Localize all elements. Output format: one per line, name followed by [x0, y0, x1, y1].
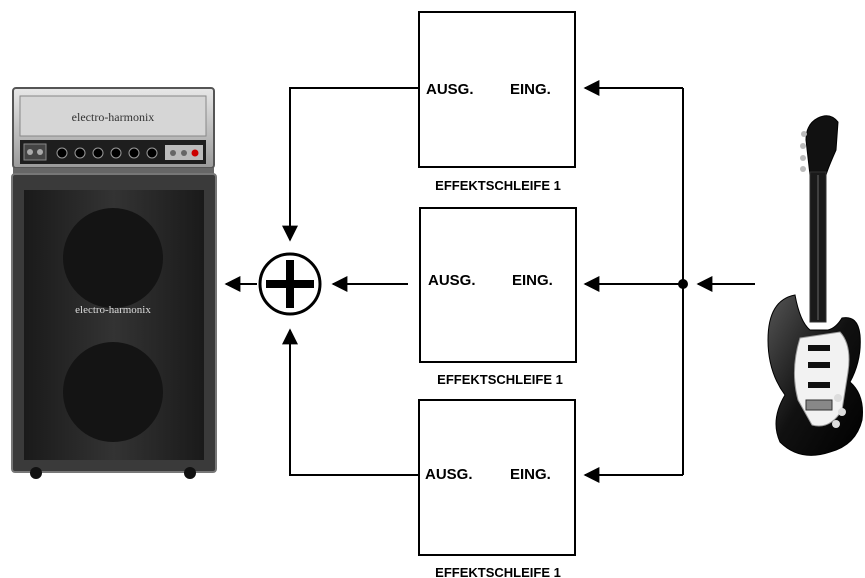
loop-caption: EFFEKTSCHLEIFE 1	[437, 372, 563, 387]
upper-speaker	[63, 208, 163, 308]
loop-output-label: AUSG.	[425, 466, 473, 483]
loop-caption: EFFEKTSCHLEIFE 1	[435, 565, 561, 578]
loop-input-label: EING.	[510, 466, 551, 483]
amp-head: electro-harmonix	[12, 87, 215, 174]
guitar-icon	[767, 115, 863, 456]
amp-switches	[165, 145, 203, 160]
amp-cabinet-brand: electro-harmonix	[75, 304, 151, 316]
loop-3-output-line	[282, 328, 419, 476]
summing-junction	[258, 252, 322, 316]
effect-box	[418, 11, 576, 168]
signal-lines	[224, 80, 755, 483]
loop-1-output-line	[282, 87, 419, 242]
amplifier: electro-harmonix	[11, 87, 217, 479]
effect-loop-1: AUSG. EING. EFFEKTSCHLEIFE 1	[418, 11, 576, 193]
loop-output-label: AUSG.	[428, 272, 476, 289]
plus-horizontal	[266, 280, 314, 288]
amp-head-brand: electro-harmonix	[72, 110, 155, 124]
lower-speaker	[63, 342, 163, 442]
loop-input-label: EING.	[510, 81, 551, 98]
effect-loop-2: AUSG. EING. EFFEKTSCHLEIFE 1	[419, 207, 577, 387]
effect-loop-3: AUSG. EING. EFFEKTSCHLEIFE 1	[418, 399, 576, 578]
effect-box	[418, 399, 576, 556]
loop-caption: EFFEKTSCHLEIFE 1	[435, 178, 561, 193]
amp-input-jacks	[23, 143, 47, 161]
effect-box	[419, 207, 577, 363]
loop-output-label: AUSG.	[426, 81, 474, 98]
amp-knobs	[56, 147, 158, 159]
amp-cabinet: electro-harmonix	[11, 173, 217, 479]
loop-input-label: EING.	[512, 272, 553, 289]
